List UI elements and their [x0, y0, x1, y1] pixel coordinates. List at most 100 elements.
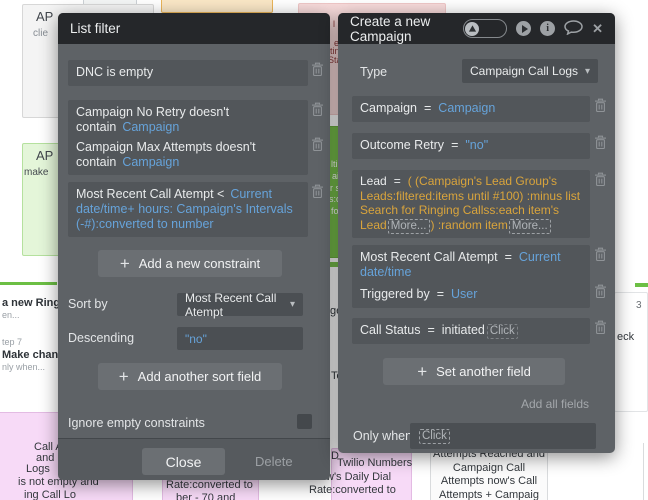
- bg-text-fragment: ber - 70 and: [176, 492, 236, 500]
- bg-text-fragment: ing Call Lo: [24, 489, 76, 500]
- bg-text-fragment: and: [36, 452, 55, 464]
- type-value: Campaign Call Logs: [470, 64, 579, 78]
- field-row[interactable]: Most Recent Call Atempt=Current date/tim…: [352, 245, 590, 285]
- bg-text-fragment: AP: [36, 9, 54, 24]
- field-row[interactable]: Lead =( (Campaign's Lead Group's Leads:fi…: [352, 170, 590, 238]
- add-all-fields-link[interactable]: Add all fields: [520, 397, 589, 411]
- add-sort-field-button[interactable]: + Add another sort field: [98, 363, 282, 390]
- debug-toggle[interactable]: [463, 19, 508, 38]
- list-filter-dialog: List filter DNC is empty Campaign No Ret…: [58, 13, 330, 480]
- field-value[interactable]: User: [451, 287, 478, 301]
- descending-input[interactable]: "no": [177, 327, 303, 350]
- field-operator: =: [436, 287, 445, 301]
- only-when-label: Only when: [353, 429, 413, 443]
- field-operator: =: [504, 250, 512, 264]
- workflow-card[interactable]: [331, 448, 412, 500]
- trash-icon[interactable]: [594, 247, 608, 263]
- info-icon[interactable]: i: [540, 21, 556, 36]
- run-icon[interactable]: [516, 21, 532, 36]
- delete-button[interactable]: Delete: [255, 454, 293, 469]
- add-sort-field-label: Add another sort field: [137, 369, 262, 384]
- bg-text-line: Campaign Call: [452, 461, 526, 474]
- chevron-down-icon: ▾: [584, 65, 590, 77]
- field-row[interactable]: Outcome Retry="no": [352, 133, 590, 159]
- trash-icon[interactable]: [311, 102, 325, 118]
- event-card-top-border: [0, 282, 57, 285]
- field-value[interactable]: ( (Campaign's Lead Group's Leads:filtere…: [360, 174, 581, 232]
- dialog-title: List filter: [70, 21, 121, 36]
- bg-text-fragment: D: [331, 450, 339, 462]
- create-campaign-dialog: Create a new Campaign i ✕ Type Campaign …: [338, 13, 615, 453]
- constraint-row[interactable]: Most Recent Call Atempt <Current date/ti…: [68, 182, 308, 237]
- ignore-empty-label: Ignore empty constraints: [68, 416, 205, 430]
- field-name: Outcome Retry: [360, 138, 445, 152]
- field-row[interactable]: Triggered by = User: [352, 282, 590, 308]
- bg-text-fragment: en...: [2, 310, 20, 320]
- sort-by-label: Sort by: [68, 297, 108, 311]
- set-another-field-button[interactable]: + Set another field: [383, 358, 565, 385]
- constraint-value[interactable]: Campaign: [122, 155, 180, 169]
- sort-by-value: Most Recent Call Atempt: [185, 290, 277, 319]
- bg-text-fragment: Sta: [328, 55, 342, 65]
- trash-icon[interactable]: [594, 98, 608, 114]
- chevron-down-icon: ▾: [289, 299, 295, 310]
- field-row[interactable]: Campaign=Campaign: [352, 96, 590, 122]
- click-placeholder[interactable]: Click: [486, 324, 518, 339]
- sort-by-dropdown[interactable]: Most Recent Call Atempt ▾: [177, 290, 303, 319]
- plus-icon: +: [118, 366, 129, 386]
- click-placeholder[interactable]: Click: [419, 428, 450, 444]
- bg-text-fragment: w's Daily Dial: [326, 471, 392, 483]
- bg-text-fragment: tin: [330, 46, 340, 56]
- field-value[interactable]: initiated: [441, 323, 485, 337]
- constraint-row[interactable]: DNC is empty: [68, 60, 308, 86]
- bg-text-fragment: fo: [331, 206, 339, 216]
- type-label: Type: [360, 65, 388, 79]
- field-value[interactable]: "no": [465, 138, 489, 152]
- bg-text-fragment: Twilio Numbers: [337, 457, 413, 469]
- constraint-value[interactable]: Current date/time+ hours: Campaign's Int…: [76, 187, 293, 231]
- header-icons: i ✕: [463, 19, 603, 38]
- ignore-empty-checkbox[interactable]: [297, 414, 312, 429]
- field-name: Campaign: [360, 101, 417, 115]
- bg-text-fragment: tep 7: [2, 337, 23, 347]
- dialog-footer: Close Delete: [58, 438, 330, 480]
- descending-value[interactable]: "no": [185, 331, 207, 346]
- bg-text-fragment: Rate:converted to: [309, 484, 396, 496]
- close-icon[interactable]: ✕: [592, 20, 603, 36]
- bg-text-fragment: l: [333, 19, 335, 29]
- bg-text-fragment: e: [334, 38, 340, 48]
- field-name: Lead: [360, 174, 387, 188]
- close-button[interactable]: Close: [142, 448, 225, 475]
- trash-icon[interactable]: [594, 172, 608, 188]
- field-value[interactable]: Current date/time: [360, 250, 561, 279]
- trash-icon[interactable]: [594, 135, 608, 151]
- field-value[interactable]: ) :random item: [430, 217, 508, 232]
- add-constraint-button[interactable]: + Add a new constraint: [98, 250, 282, 277]
- bg-text-fragment: lti: [331, 159, 338, 169]
- type-dropdown[interactable]: Campaign Call Logs ▾: [462, 59, 598, 83]
- dialog-header: List filter: [58, 13, 330, 44]
- trash-icon[interactable]: [594, 284, 608, 300]
- trash-icon[interactable]: [311, 137, 325, 153]
- bg-text-fragment: 3: [636, 300, 642, 311]
- field-name: Triggered by: [360, 287, 430, 301]
- field-operator: =: [393, 174, 401, 188]
- comment-icon[interactable]: [564, 19, 583, 38]
- set-another-field-label: Set another field: [436, 364, 531, 379]
- constraint-value[interactable]: Campaign: [122, 120, 180, 134]
- trash-icon[interactable]: [311, 62, 325, 78]
- more-chip[interactable]: More...: [387, 218, 430, 234]
- trash-icon[interactable]: [311, 184, 325, 200]
- workflow-card[interactable]: [161, 0, 273, 13]
- workflow-card[interactable]: [614, 292, 648, 412]
- more-chip[interactable]: More...: [508, 218, 551, 234]
- field-value[interactable]: Campaign: [438, 101, 496, 115]
- plus-icon: +: [417, 361, 428, 381]
- only-when-input[interactable]: Click: [410, 423, 596, 449]
- trash-icon[interactable]: [594, 320, 608, 336]
- bg-text-fragment: Te: [331, 370, 343, 382]
- constraint-text: Most Recent Call Atempt <: [76, 187, 225, 201]
